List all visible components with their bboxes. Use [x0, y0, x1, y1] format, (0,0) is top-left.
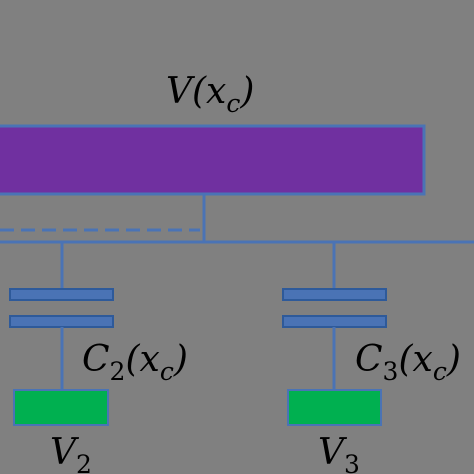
- capacitor-2-top-plate: [9, 288, 114, 301]
- capacitor-2-bottom-plate: [9, 315, 114, 328]
- capacitor-3-top-plate: [282, 288, 387, 301]
- source-3: [287, 389, 382, 426]
- source-2: [13, 389, 109, 426]
- source-2-label: V2: [50, 432, 92, 474]
- capacitance-3-label: C3(xc): [355, 339, 461, 386]
- gate-bar: [0, 124, 426, 196]
- capacitance-2-label: C2(xc): [82, 339, 188, 386]
- capacitor-3-bottom-plate: [282, 315, 387, 328]
- source-3-label: V3: [318, 432, 360, 474]
- gate-potential-label: V(xc): [166, 71, 254, 118]
